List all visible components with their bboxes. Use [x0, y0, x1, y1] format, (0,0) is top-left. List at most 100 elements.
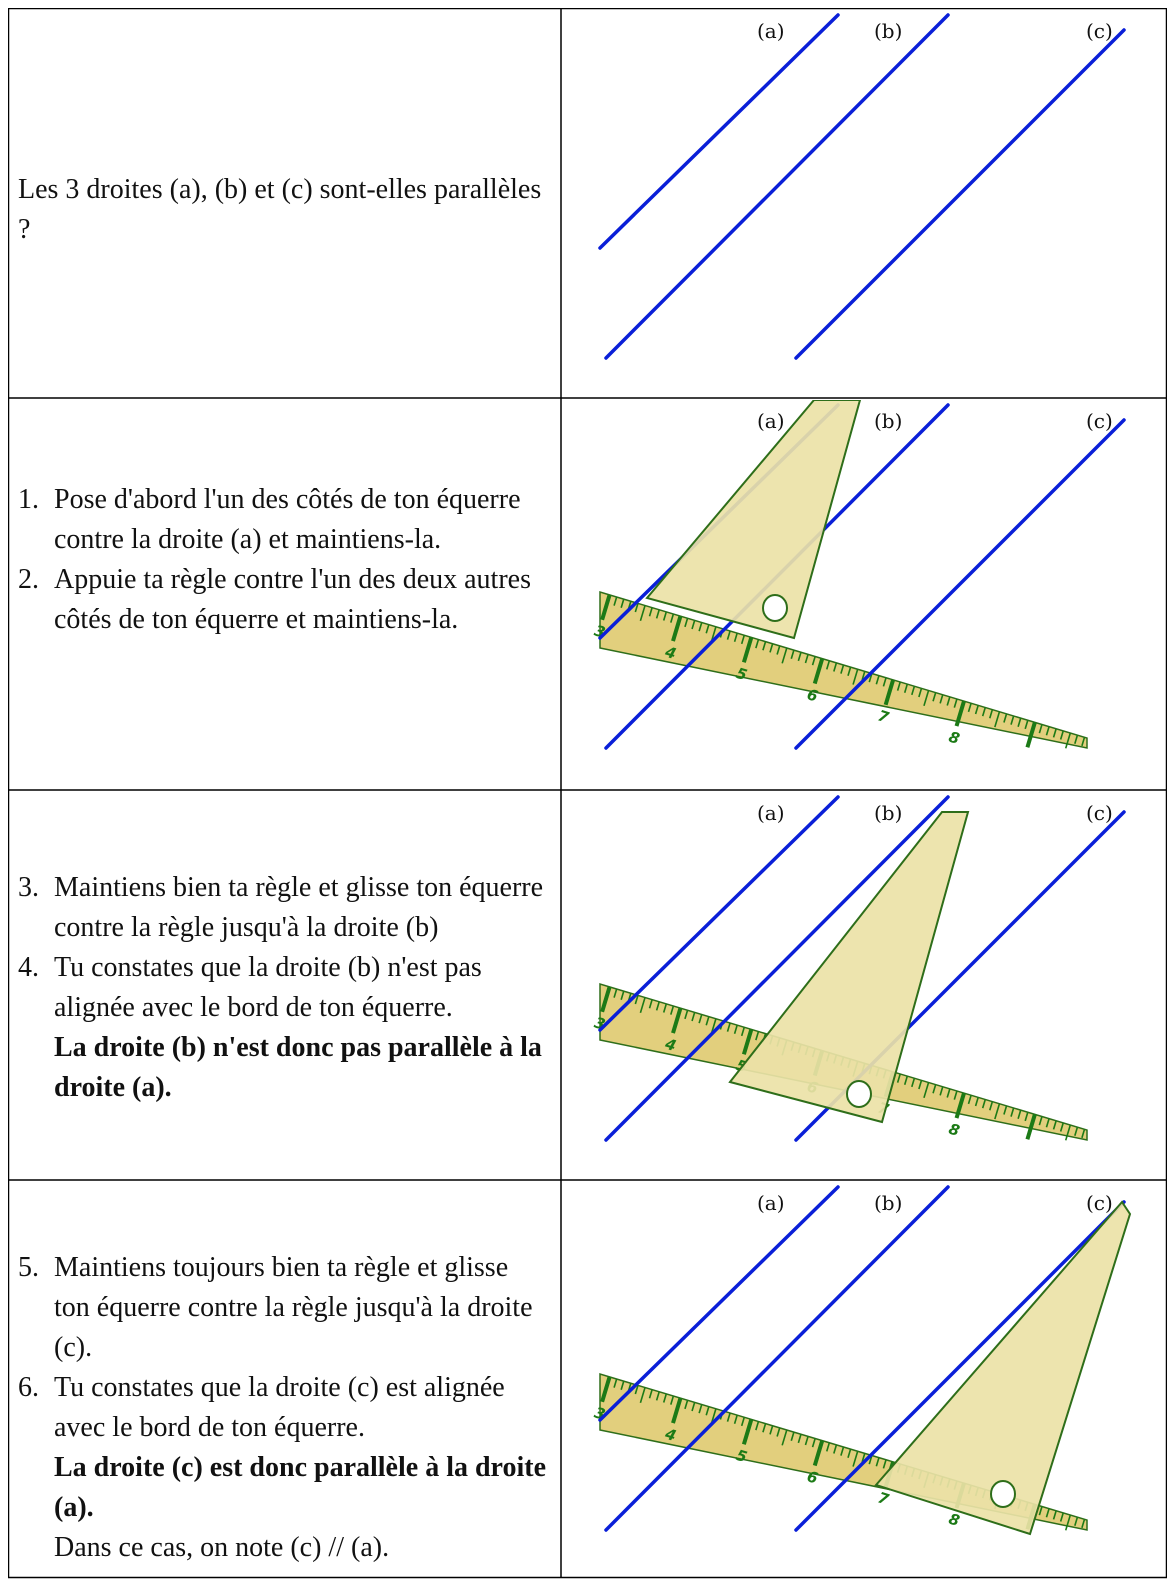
ruler-tick — [1081, 1519, 1086, 1529]
set-square-hole — [762, 594, 788, 622]
ruler-tick — [875, 675, 880, 685]
ruler-tick — [988, 1101, 994, 1111]
ruler-tick — [762, 1423, 767, 1433]
ruler-tick — [1003, 713, 1008, 723]
ruler-tick — [740, 635, 746, 645]
ruler-tick — [705, 624, 710, 634]
steps-3-4: 3.Maintiens bien ta règle et glisse ton … — [18, 868, 548, 1108]
ruler-tick — [1024, 720, 1029, 730]
line-label-c: (c) — [1086, 19, 1113, 43]
line-label-a: (a) — [757, 19, 785, 43]
ruler-tick — [953, 1090, 958, 1100]
line-b — [604, 1185, 950, 1532]
step-text: Tu constates que la droite (b) n'est pas… — [54, 952, 482, 1023]
ruler-tick — [691, 1012, 696, 1022]
ruler-tick — [634, 995, 639, 1005]
ruler-tick — [974, 1097, 979, 1107]
table-grid — [8, 8, 1167, 1579]
ruler-tick — [733, 1024, 738, 1034]
ruler-tick — [705, 1406, 710, 1416]
step-3: 3.Maintiens bien ta règle et glisse ton … — [18, 868, 548, 948]
ruler-tick — [1052, 1510, 1057, 1520]
ruler-tick — [1038, 1116, 1043, 1126]
set-square — [728, 811, 970, 1124]
ruler-tick — [1064, 732, 1072, 749]
ruler-tick — [1074, 734, 1079, 744]
ruler-tick — [740, 1417, 746, 1427]
ruler-tick — [852, 1451, 859, 1467]
ruler-tick — [797, 1434, 802, 1444]
step-number: 5. — [18, 1252, 39, 1283]
ruler-tick — [655, 609, 660, 619]
ruler-tick — [825, 1442, 831, 1452]
ruler-tick — [691, 620, 696, 630]
line-label-b: (b) — [874, 1191, 902, 1215]
ruler-tick — [981, 1099, 987, 1109]
ruler-tick — [698, 1014, 703, 1024]
line-a — [598, 13, 840, 250]
ruler-number: 4 — [662, 1034, 678, 1055]
step-number: 2. — [18, 564, 39, 595]
ruler-tick — [634, 603, 639, 613]
ruler-tick — [1017, 717, 1022, 727]
ruler-tick — [648, 1389, 653, 1399]
line-label-a: (a) — [757, 801, 785, 825]
line-b — [604, 13, 950, 360]
set-square-body — [728, 811, 970, 1124]
ruler-number: 7 — [876, 706, 892, 726]
step-2: 2.Appuie ta règle contre l'un des deux a… — [18, 560, 548, 640]
ruler-tick — [825, 660, 831, 670]
ruler-tick — [954, 1092, 966, 1119]
ruler-tick — [1059, 730, 1064, 740]
ruler-tick — [620, 1380, 625, 1390]
ruler-tick — [655, 1391, 660, 1401]
ruler-tick — [769, 1425, 774, 1435]
set-square-body — [645, 400, 862, 640]
step-text: Maintiens toujours bien ta règle et glis… — [54, 1252, 533, 1363]
ruler-number: 7 — [876, 1488, 892, 1508]
line-label-c: (c) — [1086, 409, 1113, 433]
line-label-b: (b) — [874, 801, 902, 825]
set-square — [645, 400, 862, 640]
exercise-table: Les 3 droites (a), (b) et (c) sont-elles… — [8, 8, 1167, 1579]
notation-note: Dans ce cas, on note (c) // (a). — [54, 1532, 390, 1563]
set-square — [874, 1200, 1132, 1536]
ruler-tick — [932, 1084, 937, 1094]
ruler-tick — [671, 615, 683, 642]
figure-lines-only: (a)(b)(c) — [598, 13, 1126, 360]
ruler-tick — [1025, 721, 1037, 748]
ruler-tick — [1052, 728, 1057, 738]
ruler-tick — [741, 636, 754, 663]
ruler-tick — [639, 997, 646, 1014]
ruler-tick — [639, 1387, 646, 1404]
ruler-tick — [620, 598, 625, 608]
ruler-tick — [613, 596, 618, 606]
line-c — [794, 418, 1126, 750]
ruler-tick — [776, 1427, 781, 1437]
ruler-tick — [698, 1404, 703, 1414]
ruler-tick — [600, 1376, 612, 1403]
steps-5-6: 5. Maintiens toujours bien ta règle et gl… — [18, 1248, 548, 1568]
line-label-a: (a) — [757, 409, 785, 433]
ruler-tick — [903, 1075, 909, 1085]
ruler-tick — [733, 1414, 738, 1424]
ruler-tick — [755, 1031, 760, 1041]
step-6: 6.Tu constates que la droite (c) est ali… — [18, 1368, 548, 1568]
ruler-tick — [903, 683, 909, 693]
ruler-tick — [967, 703, 972, 713]
line-label-c: (c) — [1086, 1191, 1113, 1215]
ruler-tick — [988, 709, 994, 719]
ruler-tick — [1064, 1124, 1072, 1141]
step-number: 1. — [18, 484, 39, 515]
ruler-tick — [684, 618, 689, 628]
ruler-tick — [705, 1016, 710, 1026]
line-a — [598, 795, 840, 1032]
set-square-hole — [990, 1480, 1016, 1508]
ruler-tick — [852, 669, 859, 685]
ruler-tick — [670, 1005, 675, 1015]
ruler-tick — [797, 652, 802, 662]
ruler-number: 6 — [805, 685, 820, 705]
ruler-tick — [620, 990, 625, 1000]
line-label-b: (b) — [874, 409, 902, 433]
